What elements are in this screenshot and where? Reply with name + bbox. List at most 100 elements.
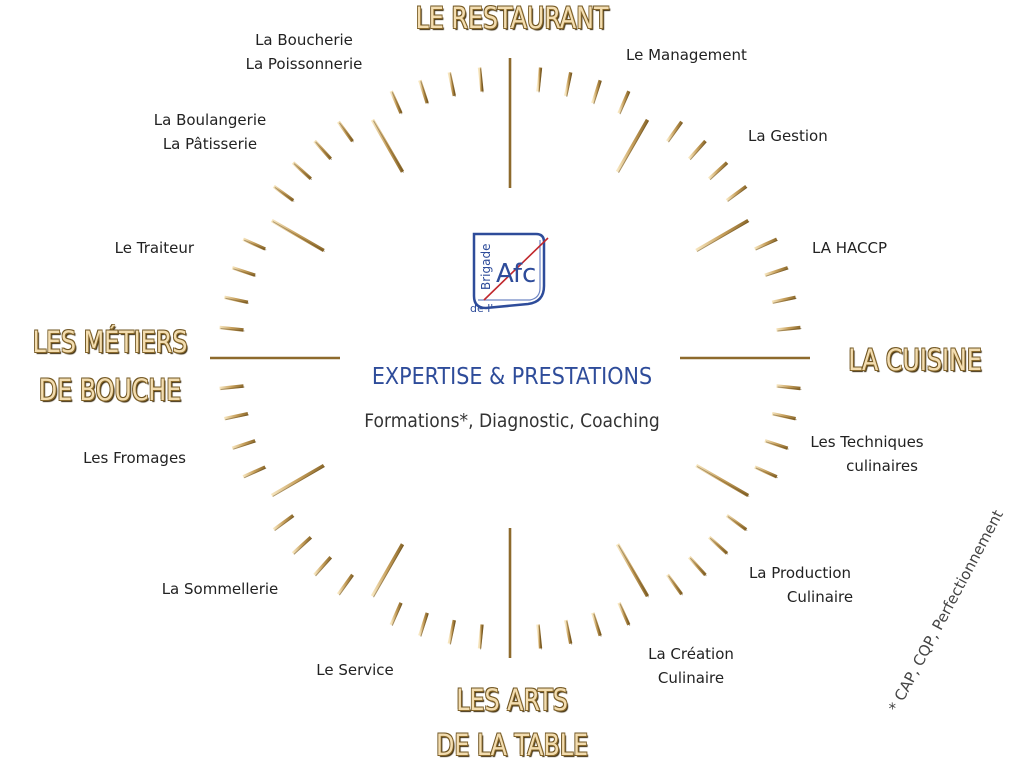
minute-tick-mark <box>591 79 602 104</box>
tick-shadow <box>727 516 748 532</box>
item-boucherie-line-1: La Boucherie <box>255 31 353 49</box>
hour-tick-mark <box>615 543 650 598</box>
minute-tick-mark <box>337 573 354 596</box>
item-boucherie-line-2: La Poissonnerie <box>245 55 363 73</box>
item-gestion: La Gestion <box>748 127 828 145</box>
hour-tick-mark <box>270 218 325 253</box>
minute-tick-mark <box>219 384 244 391</box>
minute-tick-mark <box>418 612 429 637</box>
hour-tick-mark <box>695 463 750 498</box>
hour-tick-mark <box>695 218 750 253</box>
item-techniques-line-2: culinaires <box>846 457 918 475</box>
tick-shadow <box>338 122 354 143</box>
minute-tick-mark <box>688 556 707 577</box>
minute-tick-mark <box>313 556 332 577</box>
minute-tick-mark <box>536 67 543 92</box>
section-la-cuisine: LA CUISINE <box>848 343 982 377</box>
section-metiers-line-2: DE BOUCHE <box>38 373 182 407</box>
logo-shield-shadow-icon <box>478 240 541 301</box>
minute-tick-mark <box>313 139 332 160</box>
tick-shadow <box>709 163 729 181</box>
tick-shadow <box>225 297 250 304</box>
tick-shadow <box>391 603 403 627</box>
tick-shadow <box>449 620 456 645</box>
tick-shadow <box>274 516 295 532</box>
minute-tick-mark <box>337 120 354 143</box>
tick-shadow <box>566 620 573 645</box>
logo-word-de: de l' <box>470 302 493 315</box>
minute-tick-mark <box>418 79 429 104</box>
item-haccp: LA HACCP <box>812 239 887 257</box>
tick-shadow <box>233 441 257 450</box>
minute-tick-mark <box>291 536 312 555</box>
tick-shadow <box>449 73 456 98</box>
tick-shadow <box>274 186 295 202</box>
minute-tick-mark <box>272 514 295 531</box>
tick-shadow <box>668 575 684 596</box>
item-production-line-2: Culinaire <box>786 588 854 606</box>
item-service: Le Service <box>316 661 394 679</box>
tick-shadow <box>220 328 245 332</box>
tick-shadow <box>293 537 313 555</box>
item-boulangerie-line-2: La Pâtisserie <box>162 135 258 153</box>
minute-tick-mark <box>536 624 543 649</box>
minute-tick-mark <box>389 602 403 626</box>
tick-shadow <box>293 163 313 181</box>
tick-shadow <box>220 386 245 390</box>
minute-tick-mark <box>564 72 573 97</box>
brigade-logo: Brigade de l' Afc <box>470 232 549 315</box>
minute-tick-mark <box>564 619 573 644</box>
minute-tick-mark <box>477 624 484 649</box>
tick-shadow <box>420 81 429 105</box>
section-arts-line-1: LES ARTS <box>456 683 568 717</box>
center-title: EXPERTISE & PRESTATIONS <box>371 364 653 390</box>
minute-tick-mark <box>708 161 729 180</box>
minute-tick-mark <box>771 412 796 421</box>
tick-shadow <box>538 625 542 650</box>
minute-tick-mark <box>688 139 707 160</box>
tick-shadow <box>225 414 250 421</box>
minute-tick-mark <box>447 619 456 644</box>
section-le-restaurant: LE RESTAURANT <box>415 1 609 35</box>
minute-tick-mark <box>708 536 729 555</box>
tick-shadow <box>619 91 631 115</box>
item-fromages: Les Fromages <box>83 449 186 467</box>
minute-tick-mark <box>776 384 801 391</box>
tick-shadow <box>233 268 257 277</box>
minute-tick-mark <box>725 185 748 202</box>
minute-tick-mark <box>617 602 631 626</box>
tick-shadow <box>618 544 649 598</box>
item-production: La Production Culinaire <box>740 561 860 609</box>
item-techniques: Les Techniques culinaires <box>794 430 940 478</box>
tick-shadow <box>420 613 429 637</box>
minute-tick-mark <box>272 185 295 202</box>
tick-shadow <box>618 120 649 174</box>
tick-shadow <box>593 613 602 637</box>
minute-tick-mark <box>242 465 266 479</box>
tick-shadow <box>480 68 484 93</box>
hour-tick-mark <box>270 463 325 498</box>
logo-red-stroke-icon <box>483 237 549 301</box>
minute-tick-mark <box>617 90 631 114</box>
tick-shadow <box>765 441 789 450</box>
minute-tick-mark <box>477 67 484 92</box>
item-creation: La Création Culinaire <box>636 642 746 690</box>
item-creation-line-2: Culinaire <box>657 669 725 687</box>
tick-shadow <box>755 467 779 479</box>
minute-tick-mark <box>447 72 456 97</box>
tick-shadow <box>765 268 789 277</box>
tick-shadow <box>338 575 354 596</box>
tick-shadow <box>709 537 729 555</box>
hour-tick-mark <box>615 118 650 173</box>
tick-shadow <box>696 466 750 497</box>
minute-tick-mark <box>291 161 312 180</box>
tick-shadow <box>373 544 404 598</box>
hour-tick-mark <box>370 543 405 598</box>
minute-tick-mark <box>764 266 789 277</box>
minute-tick-mark <box>231 439 256 450</box>
item-traiteur: Le Traiteur <box>114 239 194 257</box>
tick-shadow <box>272 221 326 252</box>
tick-shadow <box>772 297 797 304</box>
minute-tick-mark <box>754 237 778 251</box>
